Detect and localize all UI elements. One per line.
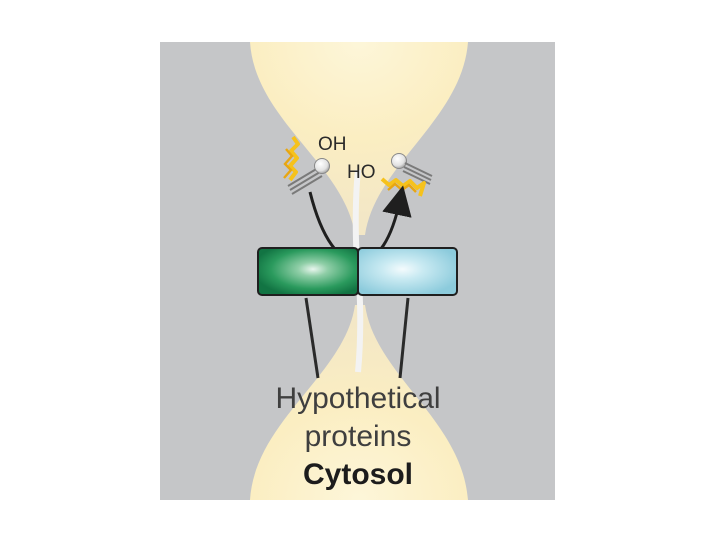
chem-label-oh: OH — [318, 134, 347, 155]
cytosol-top-glow — [250, 42, 468, 235]
caption-hypothetical: Hypothetical — [275, 382, 440, 415]
chem-label-ho: HO — [347, 162, 376, 183]
cytosol-bottom-glow — [250, 305, 468, 500]
lipid-molecule-left — [283, 135, 330, 195]
pointer-line-right — [398, 297, 410, 379]
protein-block-right — [357, 247, 458, 296]
pointer-line-left — [304, 297, 320, 379]
caption-proteins: proteins — [305, 420, 412, 453]
protein-block-left — [257, 247, 359, 296]
caption-cytosol: Cytosol — [303, 458, 413, 491]
